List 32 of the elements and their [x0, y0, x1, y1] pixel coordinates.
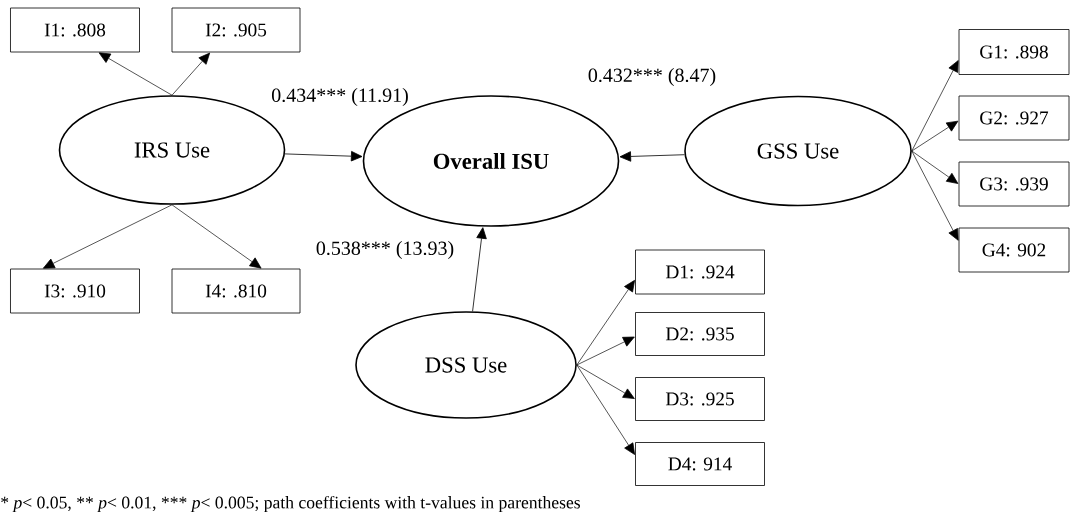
indicator-box: I1: .808	[10, 7, 140, 53]
arrow	[576, 364, 635, 455]
arrow	[472, 227, 487, 312]
arrow	[42, 204, 173, 269]
arrow	[98, 52, 173, 96]
arrow	[576, 279, 635, 366]
arrow	[619, 151, 685, 162]
arrow	[576, 364, 635, 399]
indicator-box: I4: .810	[171, 268, 301, 314]
arrow	[576, 336, 635, 366]
indicator-box: I3: .910	[10, 268, 140, 314]
indicator-box: G4: 902	[958, 227, 1070, 273]
arrow	[171, 204, 262, 269]
ellipse-node: DSS Use	[355, 311, 577, 419]
indicator-box: G3: .939	[958, 161, 1070, 207]
indicator-box: D3: .925	[635, 377, 765, 421]
arrow	[284, 151, 363, 162]
arrow	[911, 60, 959, 152]
indicator-box: G1: .898	[958, 29, 1070, 75]
indicator-box: D2: .935	[635, 312, 765, 356]
arrow	[911, 150, 959, 184]
indicator-box: D4: 914	[635, 442, 765, 486]
arrow	[911, 120, 959, 152]
caption: *p< 0.05, ** p< 0.01, *** p< 0.005; path coefficients with t-values in parentheses	[1, 495, 580, 513]
indicator-box: G2: .927	[958, 95, 1070, 141]
edge-label: 0.432*** (8.47)	[586, 66, 718, 88]
edge-label: 0.538*** (13.93)	[314, 239, 456, 261]
ellipse-node: GSS Use	[684, 95, 912, 207]
indicator-box: D1: .924	[635, 249, 765, 295]
arrow	[911, 150, 959, 241]
indicator-box: I2: .905	[171, 7, 301, 53]
arrow	[171, 52, 211, 96]
